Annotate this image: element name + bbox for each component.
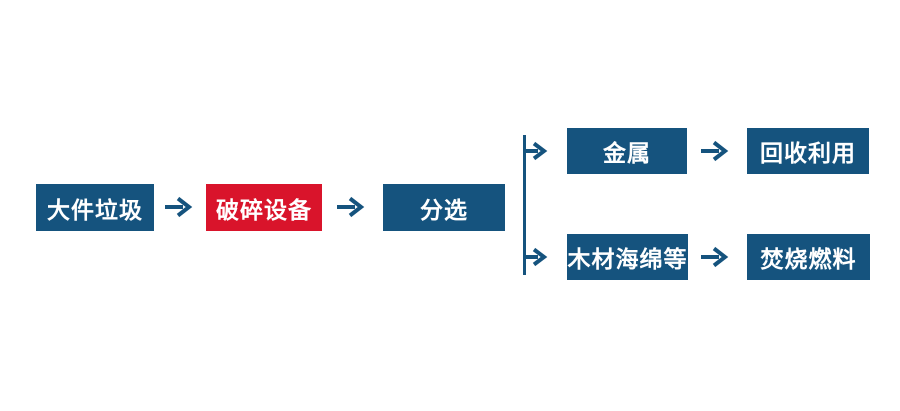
- arrow-right-icon: [700, 246, 734, 268]
- node-bulky-waste: 大件垃圾: [36, 184, 154, 231]
- node-wood-sponge: 木材海绵等: [567, 234, 688, 280]
- arrow-right-icon: [524, 247, 552, 267]
- node-crushing-equipment: 破碎设备: [206, 184, 322, 231]
- arrow-right-icon: [164, 196, 198, 218]
- arrow-right-icon: [700, 140, 734, 162]
- branch-connector-line: [523, 135, 526, 275]
- arrow-right-icon: [336, 196, 370, 218]
- arrow-right-icon: [524, 141, 552, 161]
- node-incineration-fuel: 焚烧燃料: [747, 234, 870, 280]
- node-sorting: 分选: [383, 184, 505, 231]
- node-recycling: 回收利用: [747, 128, 869, 174]
- node-metal: 金属: [567, 128, 687, 174]
